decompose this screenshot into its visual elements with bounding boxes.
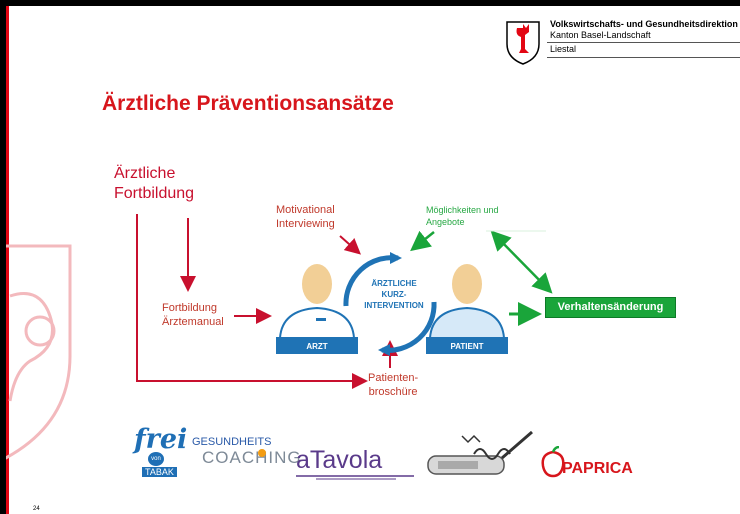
behavior-change-box: Verhaltensänderung bbox=[545, 297, 676, 318]
patient-figure-icon bbox=[426, 264, 508, 354]
crest-watermark-icon bbox=[6, 244, 72, 460]
department-name: Volkswirtschafts- und Gesundheitsdirekti… bbox=[550, 19, 738, 29]
training-label: Ärztliche Fortbildung bbox=[114, 165, 195, 202]
canton-name: Kanton Basel-Landschaft bbox=[550, 30, 651, 40]
orange-dot-icon bbox=[258, 449, 266, 457]
atavola-logo: aTavola bbox=[296, 446, 383, 474]
header-divider bbox=[547, 57, 740, 58]
basel-landschaft-crest-icon bbox=[506, 21, 540, 65]
manual-label: Fortbildung Ärztemanual bbox=[162, 302, 224, 328]
intervention-label: ÄRZTLICHE KURZ- INTERVENTION bbox=[364, 279, 424, 310]
diagram-arrows bbox=[136, 214, 553, 389]
brochure-label: Patienten- broschüre bbox=[368, 372, 419, 398]
patient-label: PATIENT bbox=[450, 342, 484, 351]
location-name: Liestal bbox=[550, 44, 577, 54]
frei-von-tabak-logo: frei von TABAK bbox=[134, 424, 188, 477]
doctor-label: ARZT bbox=[306, 342, 328, 351]
paprika-icon bbox=[541, 446, 565, 478]
slide-title: Ärztliche Präventionsansätze bbox=[102, 92, 394, 115]
options-label: Möglichkeiten und Angebote bbox=[426, 205, 499, 227]
page-number: 24 bbox=[33, 506, 40, 512]
mi-label: Motivational Interviewing bbox=[276, 204, 335, 230]
header-divider bbox=[547, 42, 740, 43]
doctor-figure-icon bbox=[276, 264, 358, 354]
gesundheitscoaching-logo: GESUNDHEITS COACHING bbox=[192, 436, 302, 467]
red-edge-strip bbox=[6, 6, 9, 514]
atavola-underline bbox=[296, 475, 414, 480]
corkscrew-icon bbox=[427, 430, 533, 475]
